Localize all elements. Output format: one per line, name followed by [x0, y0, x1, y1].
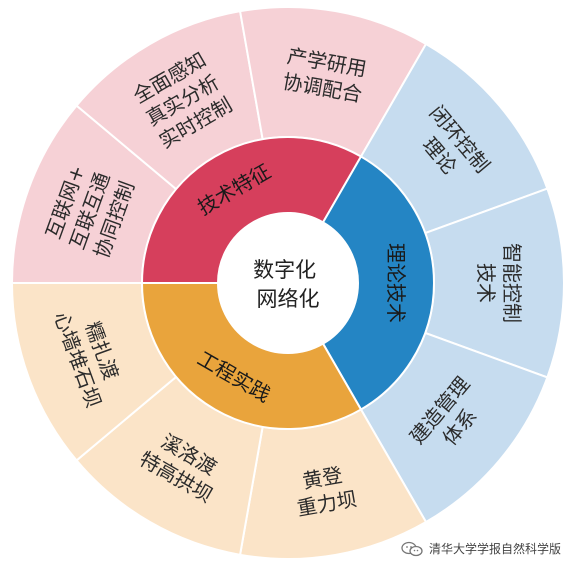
outer-label-5: 智能控制技术 [474, 243, 524, 323]
center-line-2: 网络化 [257, 287, 320, 311]
wechat-icon [401, 541, 423, 556]
outer-label-5-line-1: 智能控制 [500, 243, 524, 323]
watermark-text: 清华大学学报自然科学版 [428, 542, 561, 556]
ring-label-2: 理论技术 [384, 243, 408, 323]
outer-ring: 互联网+互联互通协同控制全面感知真实分析实时控制产学研用协调配合闭环控制理论智能… [10, 6, 565, 560]
center-circle [218, 213, 358, 353]
center-label: 数字化 网络化 [253, 258, 323, 311]
watermark: 清华大学学报自然科学版 [401, 540, 561, 557]
outer-label-5-line-2: 技术 [474, 263, 498, 303]
center-line-1: 数字化 [253, 258, 316, 282]
